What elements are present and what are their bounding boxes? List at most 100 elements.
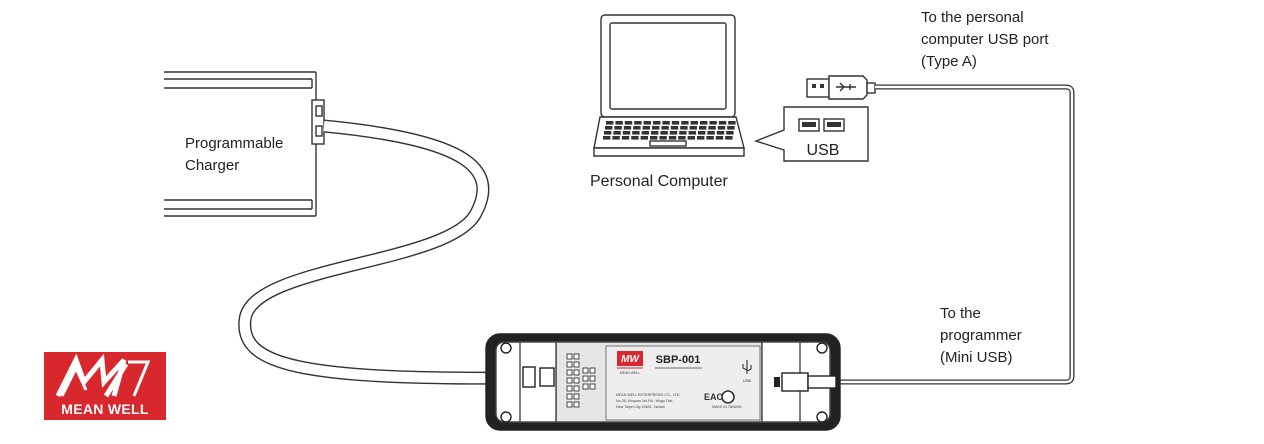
keyboard-key xyxy=(662,121,670,125)
keyboard-key xyxy=(661,126,669,130)
keyboard-key xyxy=(615,121,623,125)
usb-callout-label: USB xyxy=(807,142,840,159)
header-pin xyxy=(566,353,573,360)
keyboard-key xyxy=(707,131,715,135)
keyboard-key xyxy=(643,121,651,125)
keyboard-key xyxy=(622,131,631,135)
keyboard-key xyxy=(641,131,649,135)
keyboard-key xyxy=(715,136,724,140)
mean-well-logo: MEAN WELL xyxy=(44,352,166,420)
keyboard-key xyxy=(621,136,630,140)
keyboard-key xyxy=(698,131,706,135)
programmer-pin-header xyxy=(566,353,596,408)
keyboard-key xyxy=(634,121,642,125)
keyboard-key xyxy=(606,121,614,125)
keyboard-key xyxy=(689,126,697,130)
mw-logo-mark xyxy=(55,353,151,398)
header-pin xyxy=(566,401,573,408)
keyboard-key xyxy=(660,131,668,135)
keyboard-key xyxy=(612,136,620,140)
programmer-sbp-001 xyxy=(485,333,841,431)
keyboard-key xyxy=(697,136,705,140)
keyboard-key xyxy=(708,126,716,130)
recycle-mark xyxy=(721,390,735,404)
header-pin xyxy=(573,361,580,368)
programmer-cable-label-line2: programmer xyxy=(940,327,1022,344)
header-pin xyxy=(566,377,573,384)
pc-cable-label-line3: (Type A) xyxy=(921,53,977,70)
programmer-brand-small: MEAN WELL xyxy=(620,371,641,375)
header-pin xyxy=(566,385,573,392)
programmer-usb-mark: USB xyxy=(743,378,752,383)
keyboard-key xyxy=(623,126,632,130)
keyboard-key xyxy=(728,121,736,125)
header-pin xyxy=(573,377,580,384)
header-pin xyxy=(582,383,589,390)
header-pin xyxy=(566,369,573,376)
header-pin xyxy=(566,393,573,400)
keyboard-key xyxy=(640,136,648,140)
usb-type-a-plug xyxy=(806,75,876,100)
programmable-charger xyxy=(164,71,325,217)
keyboard-key xyxy=(680,126,688,130)
keyboard-key xyxy=(633,126,641,130)
keyboard-key xyxy=(717,126,726,130)
keyboard-key xyxy=(688,131,696,135)
programmer-made-in: MADE IN TAIWAN xyxy=(712,405,742,409)
charger-label: Programmable Charger xyxy=(185,133,283,177)
programmer-logo-mark: MW xyxy=(621,354,640,365)
mean-well-logo-text: MEAN WELL xyxy=(61,401,149,417)
keyboard-key xyxy=(631,136,639,140)
programmer-cable-label-line1: To the xyxy=(940,305,981,322)
keyboard-key xyxy=(642,126,650,130)
computer-label: Personal Computer xyxy=(590,173,728,190)
keyboard-key xyxy=(668,136,677,140)
keyboard-key xyxy=(716,131,725,135)
keyboard-key xyxy=(700,121,708,125)
header-pin xyxy=(589,383,596,390)
header-pin xyxy=(573,369,580,376)
keyboard-key xyxy=(699,126,707,130)
keyboard-key xyxy=(653,121,661,125)
keyboard-key xyxy=(727,126,735,130)
keyboard-key xyxy=(604,131,612,135)
keyboard-key xyxy=(613,131,621,135)
header-pin xyxy=(573,401,580,408)
programmer-logo-badge: MW xyxy=(617,351,643,369)
header-pin xyxy=(566,361,573,368)
laptop xyxy=(593,14,745,157)
keyboard-key xyxy=(690,121,698,125)
charger-label-line1: Programmable xyxy=(185,135,284,152)
keyboard-key xyxy=(669,131,678,135)
keyboard-key xyxy=(603,136,611,140)
keyboard-key xyxy=(679,131,687,135)
pc-cable-label: To the personal computer USB port (Type … xyxy=(921,7,1049,73)
programmer-address-3: New Taipei City 24891, Taiwan xyxy=(616,405,665,409)
keyboard-key xyxy=(652,126,660,130)
keyboard-key xyxy=(670,126,679,130)
header-pin xyxy=(582,375,589,382)
usb-trident-icon xyxy=(742,360,752,374)
keyboard-key xyxy=(605,126,613,130)
keyboard-key xyxy=(614,126,622,130)
keyboard-key xyxy=(681,121,689,125)
header-pin xyxy=(589,375,596,382)
keyboard-key xyxy=(624,121,633,125)
header-pin xyxy=(573,385,580,392)
eac-mark: EAC xyxy=(704,392,724,402)
keyboard-key xyxy=(651,131,659,135)
laptop-keyboard xyxy=(603,121,736,140)
keyboard-key xyxy=(687,136,695,140)
keyboard-key xyxy=(678,136,686,140)
keyboard-key xyxy=(725,136,733,140)
programmer-cable-label: To the programmer (Mini USB) xyxy=(940,303,1022,369)
keyboard-key xyxy=(726,131,734,135)
programmer-address-2: No.28, Wuquan 3rd Rd., Wugu Dist., xyxy=(616,399,674,403)
pc-cable-label-line1: To the personal xyxy=(921,9,1024,26)
keyboard-key xyxy=(650,136,658,140)
keyboard-key xyxy=(632,131,640,135)
keyboard-key xyxy=(659,136,667,140)
charger-label-line2: Charger xyxy=(185,157,240,174)
header-pin xyxy=(589,367,596,374)
